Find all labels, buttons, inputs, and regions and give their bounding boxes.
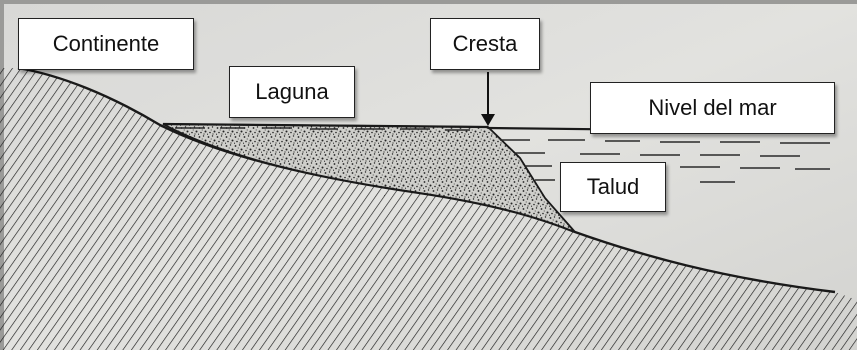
label-cresta: Cresta [430,18,540,70]
label-continente: Continente [18,18,194,70]
label-nivel-del-mar: Nivel del mar [590,82,835,134]
label-laguna: Laguna [229,66,355,118]
photo-edge-top [0,0,857,4]
label-talud: Talud [560,162,666,212]
